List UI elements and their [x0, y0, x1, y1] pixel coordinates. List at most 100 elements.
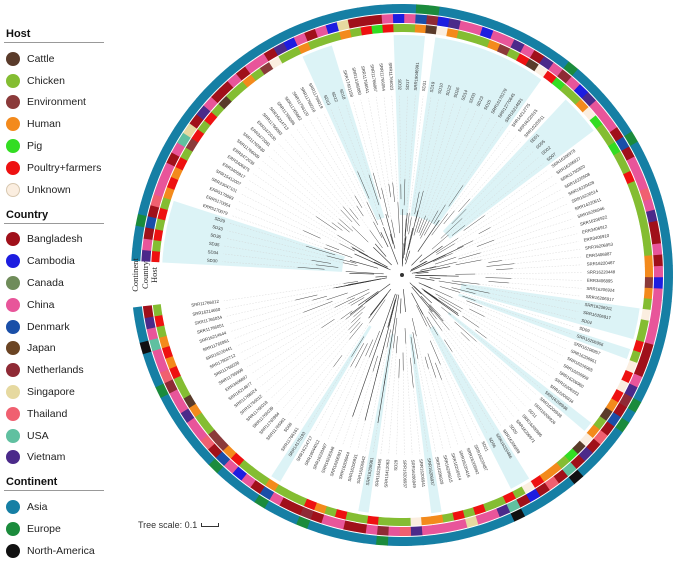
legend-label: Denmark — [27, 321, 70, 333]
branch — [439, 281, 467, 285]
country-segment — [426, 15, 439, 25]
tip-label: ERR3406910 — [583, 233, 610, 243]
branch — [411, 255, 422, 266]
continent-segment — [660, 311, 671, 324]
branch — [487, 264, 515, 267]
legend-swatch — [6, 74, 20, 88]
host-segment — [640, 223, 650, 236]
branch — [373, 356, 378, 371]
branch — [432, 235, 449, 249]
tree-scale-label: Tree scale: 0.1 — [138, 520, 197, 530]
tip-leader — [427, 326, 481, 437]
tip-leader — [243, 304, 348, 360]
legend-item-denmark: Denmark — [0, 316, 112, 338]
branch — [461, 332, 470, 340]
legend-label: Human — [27, 118, 61, 130]
host-segment — [393, 24, 404, 32]
tip-leader — [436, 378, 459, 446]
branch — [349, 273, 374, 274]
host-segment — [152, 240, 161, 252]
branch — [322, 319, 335, 328]
continent-segment — [346, 8, 360, 19]
legend-label: Poultry+farmers — [27, 162, 101, 174]
legend-swatch — [6, 117, 20, 131]
legend-swatch — [6, 363, 20, 377]
tip-leader — [266, 317, 354, 393]
legend-label: Europe — [27, 523, 61, 535]
legend-item-japan: Japan — [0, 338, 112, 360]
tip-leader — [314, 367, 351, 432]
branch — [496, 269, 513, 270]
tree-canvas: SD30SD34SD35SD36SD33SD29ERR5170079ERR517… — [112, 0, 685, 553]
legend-label: USA — [27, 430, 49, 442]
country-segment — [651, 232, 662, 245]
tree-scale-bar — [201, 523, 219, 527]
tip-leader — [350, 371, 373, 447]
legend-item-poultry-farmers: Poultry+farmers — [0, 157, 112, 179]
country-segment — [652, 243, 662, 256]
country-segment — [354, 523, 367, 534]
branch — [398, 202, 400, 233]
host-segment — [367, 516, 379, 525]
continent-segment — [399, 537, 411, 546]
country-segment — [650, 310, 661, 323]
branch — [341, 311, 352, 319]
tip-leader — [511, 278, 582, 280]
branch — [357, 206, 364, 216]
host-segment — [153, 229, 163, 241]
tip-leader — [389, 353, 397, 454]
branch — [441, 307, 450, 315]
country-segment — [348, 17, 361, 28]
country-segment — [370, 15, 383, 25]
host-segment — [436, 26, 448, 36]
tip-label: SRR16206941 — [418, 459, 426, 488]
country-segment — [144, 227, 155, 240]
legend-label: Netherlands — [27, 364, 84, 376]
legend-label: Canada — [27, 277, 64, 289]
country-segment — [399, 527, 411, 536]
host-segment — [421, 516, 433, 525]
tip-label: SRR16206924 — [586, 286, 615, 293]
country-segment — [393, 14, 405, 23]
host-segment — [356, 514, 368, 524]
tip-leader — [258, 167, 332, 222]
tip-leader — [276, 330, 348, 404]
legend-title-country: Country — [0, 209, 112, 221]
host-segment — [642, 234, 652, 246]
country-segment — [365, 524, 378, 534]
tip-leader — [291, 134, 350, 209]
tip-leader — [502, 249, 580, 260]
host-segment — [361, 26, 373, 36]
legend-divider — [4, 42, 104, 43]
tip-label: SRR16206937 — [402, 460, 407, 489]
branch — [408, 211, 418, 250]
legend-swatch — [6, 429, 20, 443]
branch — [486, 278, 512, 279]
tip-label: SRR16220448 — [587, 269, 616, 274]
host-segment — [425, 25, 437, 34]
country-segment — [359, 16, 372, 27]
host-segment — [410, 517, 422, 526]
country-segment — [415, 14, 427, 24]
legend-swatch — [6, 407, 20, 421]
tip-leader — [263, 161, 338, 223]
legend-item-usa: USA — [0, 425, 112, 447]
tip-leader — [403, 370, 404, 455]
country-segment — [654, 277, 663, 289]
tip-leader — [273, 149, 352, 226]
legend-item-europe: Europe — [0, 518, 112, 540]
legend-divider — [4, 490, 104, 491]
legend-swatch — [6, 183, 20, 197]
continent-segment — [381, 4, 394, 14]
country-segment — [437, 17, 450, 28]
continent-segment — [658, 219, 669, 233]
highlighted-clade — [429, 326, 529, 489]
legend-label: Pig — [27, 140, 42, 152]
country-segment — [144, 316, 155, 329]
host-segment — [452, 510, 465, 520]
legend-item-vietnam: Vietnam — [0, 447, 112, 469]
legend-item-asia: Asia — [0, 496, 112, 518]
continent-segment — [664, 266, 673, 278]
